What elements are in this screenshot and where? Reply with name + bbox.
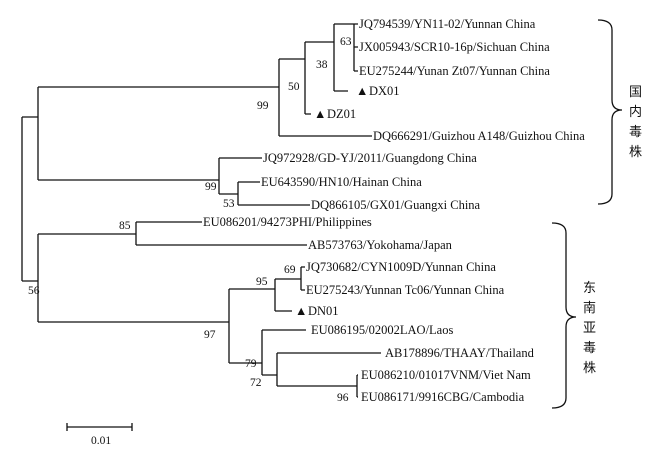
branch-clade-53 (219, 181, 310, 206)
bootstrap-value: 53 (223, 198, 235, 210)
taxon-label: JQ730682/CYN1009D/Yunnan China (306, 260, 496, 274)
taxon-label: EU086201/94273PHI/Philippines (203, 215, 372, 229)
taxon-label: EU643590/HN10/Hainan China (261, 175, 422, 189)
taxon-label: JQ794539/YN11-02/Yunnan China (359, 17, 536, 31)
group-label-char: 南 (583, 300, 596, 316)
tree-branches (21, 23, 381, 398)
taxon-label: DQ666291/Guizhou A148/Guizhou China (373, 129, 585, 143)
branch-clade-79 (229, 329, 306, 375)
taxon-label: JX005943/SCR10-16p/Sichuan China (359, 40, 550, 54)
bootstrap-value: 99 (257, 100, 269, 112)
group-label-char: 国 (629, 85, 642, 100)
branch-clade-95 (229, 279, 292, 312)
taxon-label: EU275244/Yunan Zt07/Yunnan China (359, 64, 550, 78)
bootstrap-value: 63 (340, 36, 352, 48)
taxon-label: AB178896/THAAY/Thailand (385, 346, 535, 360)
bootstrap-values: 63 38 50 99 99 53 85 69 95 97 79 72 96 5… (28, 36, 352, 404)
bootstrap-value: 97 (204, 329, 216, 341)
bootstrap-value: 56 (28, 285, 40, 297)
scale-bar-label: 0.01 (91, 435, 111, 447)
branch-clade-96 (356, 374, 358, 398)
branch-sea-clade (22, 234, 39, 322)
branch-clade-63 (334, 23, 358, 72)
taxon-label: AB573763/Yokohama/Japan (308, 238, 453, 252)
bootstrap-value: 85 (119, 220, 131, 232)
group-label-char: 株 (629, 145, 642, 160)
group-label-char: 毒 (629, 125, 642, 140)
taxon-label: DN01 (308, 304, 339, 318)
bootstrap-value: 79 (245, 358, 257, 370)
taxon-label: DQ866105/GX01/Guangxi China (311, 198, 481, 212)
branch-clade-72 (262, 352, 381, 387)
branch-clade-69 (275, 266, 305, 291)
group-bracket-southeast-asia (551, 222, 577, 409)
branch-clade-38 (305, 24, 348, 92)
scale-bar-line (66, 423, 133, 431)
bootstrap-value: 50 (288, 81, 300, 93)
taxon-marker: ▲ (295, 304, 307, 318)
taxon-label: EU086210/01017VNM/Viet Nam (361, 368, 531, 382)
taxon-label: EU086171/9916CBG/Cambodia (361, 390, 525, 404)
bootstrap-value: 96 (337, 392, 349, 404)
bootstrap-value: 38 (316, 59, 328, 71)
group-bracket-domestic (597, 19, 623, 205)
taxon-marker: ▲ (314, 107, 326, 121)
taxon-label: JQ972928/GD-YJ/2011/Guangdong China (263, 151, 477, 165)
group-label-char: 亚 (583, 321, 596, 336)
bootstrap-value: 72 (250, 377, 262, 389)
branch-clade-99b (38, 157, 262, 194)
group-label-char: 毒 (583, 341, 596, 356)
branch-clade-50 (279, 42, 311, 115)
taxon-marker: ▲ (356, 84, 368, 98)
bootstrap-value: 69 (284, 264, 296, 276)
scale-bar: 0.01 (66, 423, 133, 447)
taxon-label: EU086195/02002LAO/Laos (311, 323, 453, 337)
taxon-labels: JQ794539/YN11-02/Yunnan China JX005943/S… (203, 17, 585, 404)
group-label-char: 东 (583, 281, 596, 296)
branch-clade-85 (38, 221, 307, 246)
taxon-label: DX01 (369, 84, 400, 98)
group-domestic: 国 内 毒 株 (597, 19, 642, 205)
taxon-label: EU275243/Yunnan Tc06/Yunnan China (306, 283, 505, 297)
branch-clade-97 (38, 289, 230, 363)
branch-domestic-clade (22, 87, 39, 180)
group-southeast-asia: 东 南 亚 毒 株 (551, 222, 596, 409)
taxon-label: DZ01 (327, 107, 356, 121)
group-label-char: 内 (629, 104, 642, 120)
bootstrap-value: 99 (205, 181, 217, 193)
branch-clade-99a (38, 59, 372, 137)
group-label-char: 株 (583, 361, 596, 376)
bootstrap-value: 95 (256, 276, 268, 288)
